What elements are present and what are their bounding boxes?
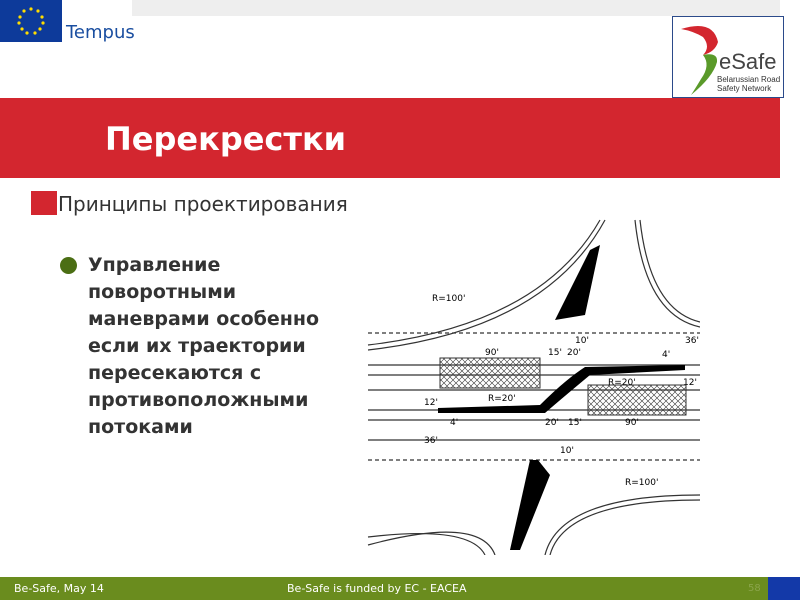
label-15-top: 15' [548,348,562,358]
label-12-left: 12' [424,398,438,408]
label-r100-bottom: R=100' [625,478,658,488]
dimension-labels: R=100' R=100' R=20' R=20' 90' 90' 15' 15… [424,294,699,488]
label-10-top: 10' [575,336,589,346]
label-r100-top: R=100' [432,294,465,304]
label-90-bottom: 90' [625,418,639,428]
label-r20-right: R=20' [608,378,636,388]
label-15-bottom: 15' [568,418,582,428]
bullet-level1: Принципы проектирования [58,192,348,216]
label-90-top: 90' [485,348,499,358]
page-number: 58 [748,583,761,594]
footer-date: Be-Safe, May 14 [14,582,104,595]
label-20-top: 20' [567,348,581,358]
footer-bar: Be-Safe, May 14 Be-Safe is funded by EC … [0,577,800,600]
title-banner [0,98,780,178]
label-36-right: 36' [685,336,699,346]
slide-title: Перекрестки [105,120,347,158]
label-4-left: 4' [450,418,458,428]
bullet-dot-icon [60,257,77,274]
label-12-right: 12' [683,378,697,388]
top-bar [132,0,780,16]
label-10-bottom: 10' [560,446,574,456]
bullet-square-icon [31,191,57,215]
esafe-logo-text: eSafe [719,49,777,74]
eu-flag-footer-icon [768,577,800,600]
label-r20-left: R=20' [488,394,516,404]
esafe-logo-subtitle: Belarussian Road Safety Network [717,75,781,93]
intersection-diagram: R=100' R=100' R=20' R=20' 90' 90' 15' 15… [367,219,700,555]
bullet-level2: Управление поворотными маневрами особенн… [88,254,320,438]
tempus-logo-text: Tempus [66,22,135,43]
footer-funding: Be-Safe is funded by EC - EACEA [287,582,467,595]
label-20-bottom: 20' [545,418,559,428]
label-36-left: 36' [424,436,438,446]
label-4-right: 4' [662,350,670,360]
esafe-logo: eSafe Belarussian Road Safety Network [672,16,784,98]
eu-flag-logo [0,0,62,42]
